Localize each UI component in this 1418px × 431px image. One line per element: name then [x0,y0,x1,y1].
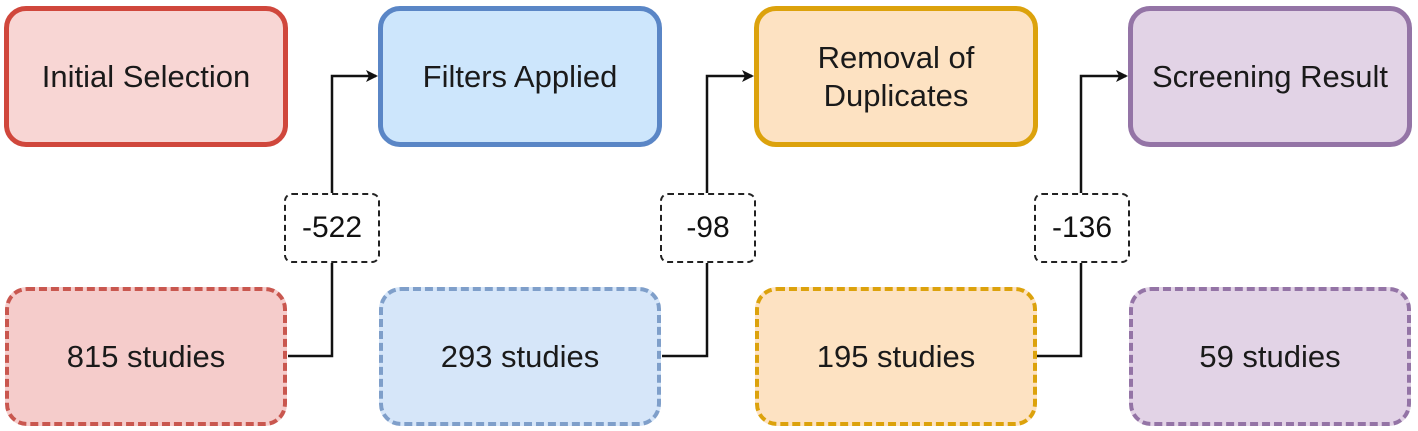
delta-label-3: -136 [1034,193,1130,263]
delta-label-1: -522 [284,193,380,263]
count-filters-applied: 293 studies [379,287,661,426]
count-initial-selection: 815 studies [5,287,287,426]
count-screening-result: 59 studies [1129,287,1411,426]
stage-removal-of-duplicates: Removal of Duplicates [754,6,1038,147]
count-removal-of-duplicates: 195 studies [755,287,1037,426]
stage-screening-result: Screening Result [1128,6,1412,147]
delta-label-2: -98 [660,193,756,263]
stage-initial-selection: Initial Selection [4,6,288,147]
stage-filters-applied: Filters Applied [378,6,662,147]
